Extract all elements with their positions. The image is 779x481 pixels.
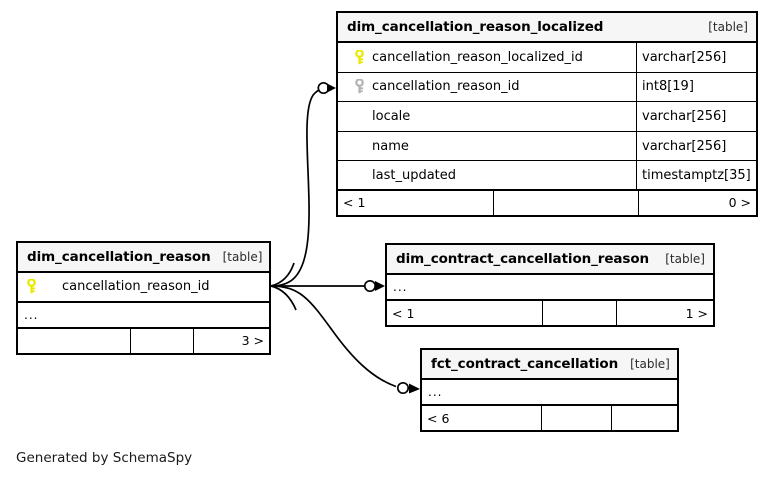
primary-key-icon [346, 49, 372, 65]
column-type-cell: timestamptz[35] [636, 161, 756, 189]
more-columns-indicator[interactable]: ... [422, 380, 677, 406]
table-kind-label: [table] [708, 20, 748, 34]
column-type-cell: varchar[256] [636, 131, 756, 161]
footer-parent-count[interactable]: < 6 [427, 410, 450, 426]
edge-endpoint-circle [396, 381, 410, 395]
table-kind-label: [table] [222, 250, 263, 264]
column-name-cell: cancellation_reason_id [18, 273, 269, 301]
table-dim-cancellation-reason-localized[interactable]: dim_cancellation_reason_localized [table… [336, 11, 758, 217]
table-footer: < 6 [422, 406, 677, 430]
relationship-edge-contract-reason [271, 279, 385, 293]
footer-parent-count[interactable]: < 1 [343, 195, 366, 211]
edge-endpoint-circle [317, 81, 330, 95]
table-row[interactable]: cancellation_reason_id [18, 273, 269, 303]
primary-key-icon [18, 279, 44, 294]
relationship-edge-localized [270, 81, 336, 287]
table-header: dim_cancellation_reason [table] [18, 243, 269, 273]
edge-arrowhead [375, 281, 385, 291]
edge-arrowhead [327, 83, 336, 93]
table-header: dim_cancellation_reason_localized [table… [338, 13, 756, 43]
edge-arrowhead [409, 383, 420, 394]
table-row[interactable]: name varchar[256] [338, 131, 756, 162]
table-footer: < 1 1 > [387, 301, 713, 325]
table-kind-label: [table] [630, 357, 670, 371]
table-title: dim_cancellation_reason [27, 249, 211, 265]
column-name-cell: last_updated [338, 161, 636, 189]
column-label: last_updated [372, 167, 457, 183]
table-title: fct_contract_cancellation [431, 356, 619, 372]
column-name-cell: locale [338, 102, 636, 131]
table-dim-contract-cancellation-reason[interactable]: dim_contract_cancellation_reason [table]… [385, 243, 715, 327]
table-row[interactable]: cancellation_reason_localized_id varchar… [338, 43, 756, 73]
footer-child-count[interactable]: 3 > [193, 328, 269, 353]
table-header: dim_contract_cancellation_reason [table] [387, 245, 713, 275]
table-title: dim_contract_cancellation_reason [396, 251, 650, 267]
footer-parent-count[interactable] [18, 329, 130, 353]
footer-middle [542, 301, 616, 325]
column-type-cell: varchar[256] [636, 102, 756, 131]
generated-by-credit: Generated by SchemaSpy [16, 450, 193, 466]
table-fct-contract-cancellation[interactable]: fct_contract_cancellation [table] ... < … [420, 348, 679, 432]
table-row[interactable]: last_updated timestamptz[35] [338, 161, 756, 191]
column-name-cell: name [338, 132, 636, 161]
table-row[interactable]: cancellation_reason_id int8[19] [338, 72, 756, 103]
footer-parent-count[interactable]: < 1 [392, 305, 415, 321]
table-row[interactable]: locale varchar[256] [338, 102, 756, 132]
footer-child-count[interactable] [611, 406, 677, 430]
more-columns-indicator[interactable]: ... [18, 303, 269, 329]
table-kind-label: [table] [665, 252, 705, 266]
more-columns-indicator[interactable]: ... [387, 275, 713, 301]
column-type-cell: varchar[256] [636, 43, 756, 72]
column-name-cell: cancellation_reason_id [338, 73, 636, 102]
column-label: cancellation_reason_id [372, 79, 520, 95]
column-label: name [372, 138, 409, 154]
table-header: fct_contract_cancellation [table] [422, 350, 677, 380]
table-footer: < 1 0 > [338, 190, 756, 215]
footer-middle [130, 328, 193, 353]
table-dim-cancellation-reason[interactable]: dim_cancellation_reason [table] cancella… [16, 241, 271, 355]
footer-child-count[interactable]: 0 > [638, 190, 756, 215]
column-type-cell: int8[19] [636, 72, 756, 102]
column-label: locale [372, 108, 411, 124]
table-title: dim_cancellation_reason_localized [347, 19, 604, 35]
column-name-cell: cancellation_reason_localized_id [338, 43, 636, 72]
footer-middle [493, 190, 638, 215]
foreign-key-icon [346, 79, 372, 94]
column-label: cancellation_reason_localized_id [372, 49, 583, 65]
footer-middle [541, 406, 611, 430]
footer-child-count[interactable]: 1 > [616, 301, 713, 325]
edge-endpoint-circle [363, 279, 377, 293]
table-footer: 3 > [18, 328, 269, 353]
column-label: cancellation_reason_id [62, 279, 210, 295]
